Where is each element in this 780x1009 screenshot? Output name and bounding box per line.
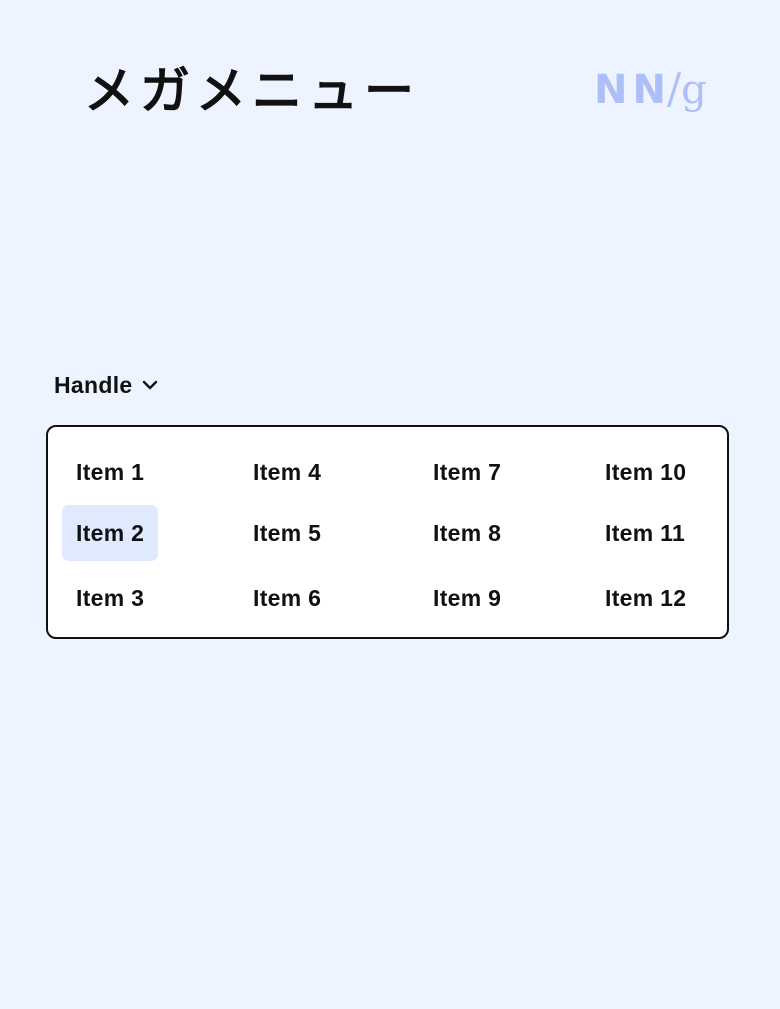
menu-item-9[interactable]: Item 9 [433, 584, 502, 611]
menu-item-4[interactable]: Item 4 [253, 458, 322, 485]
menu-item-8[interactable]: Item 8 [433, 519, 502, 546]
mega-menu-handle[interactable]: Handle [54, 370, 158, 400]
mega-menu-panel: Item 1 Item 2 Item 3 Item 4 Item 5 Item … [46, 425, 729, 639]
logo-g: g [681, 67, 707, 113]
chevron-down-icon [143, 380, 158, 390]
menu-item-2[interactable]: Item 2 [62, 505, 159, 561]
handle-label: Handle [54, 371, 133, 398]
menu-item-11[interactable]: Item 11 [605, 519, 686, 546]
menu-item-12[interactable]: Item 12 [605, 584, 687, 611]
logo-nn: NN [594, 67, 671, 113]
nng-logo: NN / g [594, 64, 707, 120]
page-title: メガメニュー [84, 62, 420, 120]
menu-item-7[interactable]: Item 7 [433, 458, 502, 485]
menu-item-6[interactable]: Item 6 [253, 584, 322, 611]
logo-slash: / [666, 64, 682, 113]
menu-item-5[interactable]: Item 5 [253, 519, 322, 546]
menu-item-10[interactable]: Item 10 [605, 458, 687, 485]
menu-item-1[interactable]: Item 1 [76, 458, 145, 485]
menu-item-3[interactable]: Item 3 [76, 584, 145, 611]
